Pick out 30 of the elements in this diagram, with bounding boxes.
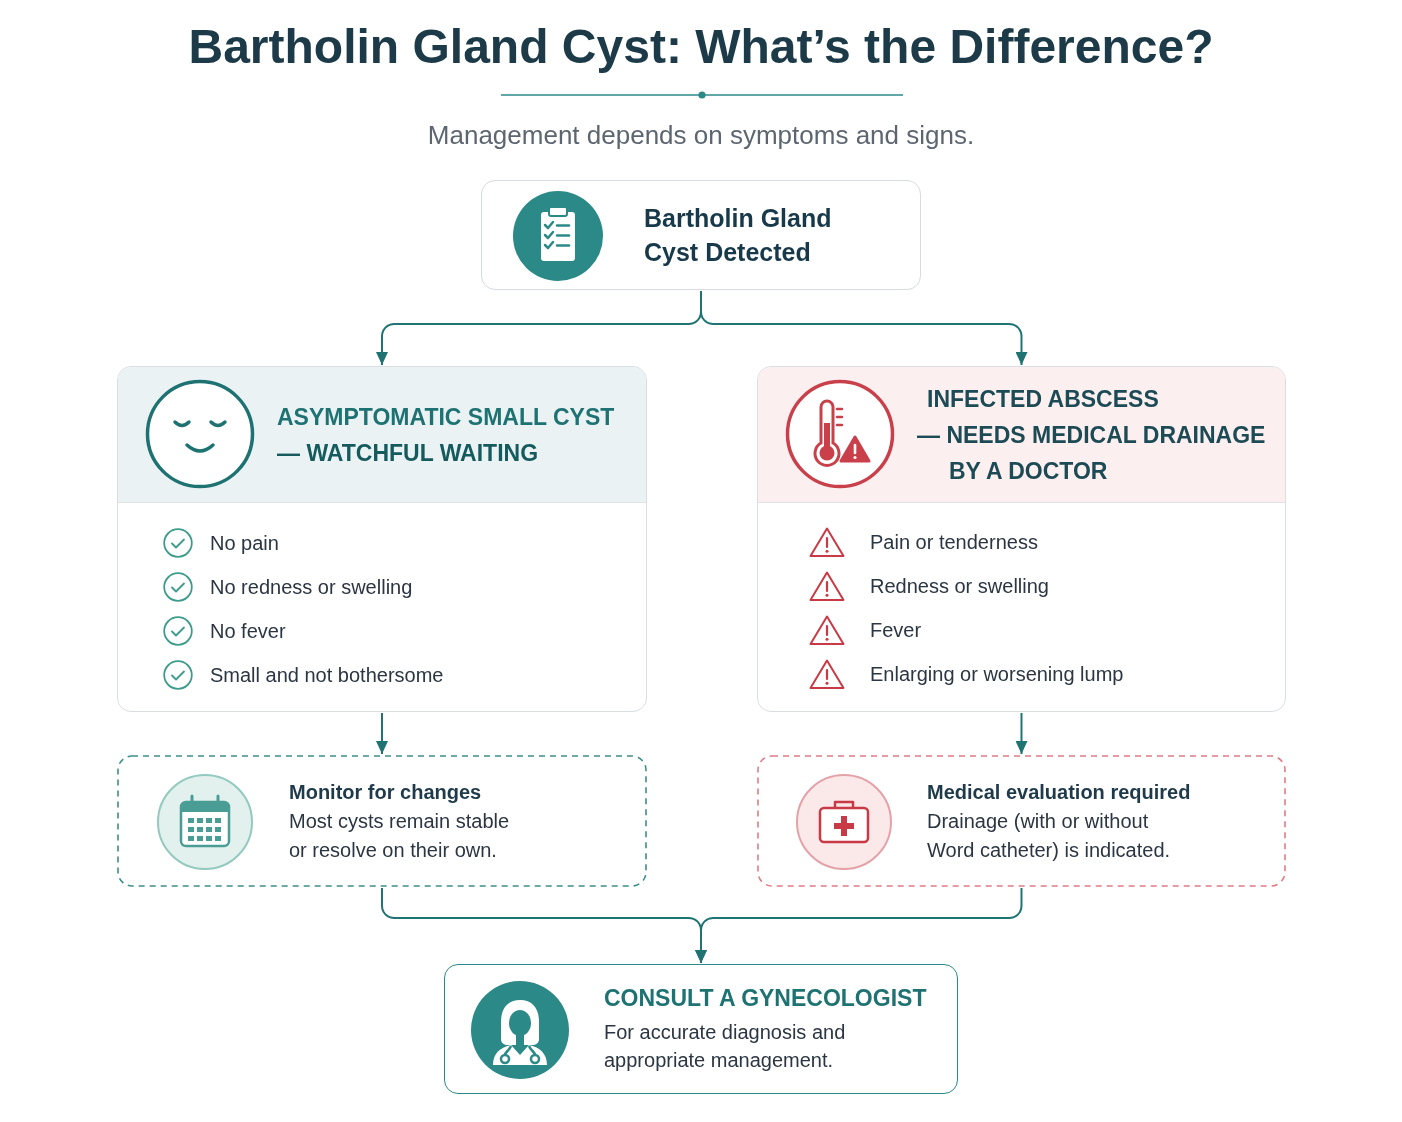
arrow: [695, 887, 1023, 964]
list-item: Pain or tenderness: [870, 530, 1038, 555]
start-box: [481, 180, 921, 290]
subtitle: Management depends on symptoms and signs.: [427, 119, 975, 152]
info-card: [117, 366, 647, 712]
arrow: [1015, 712, 1028, 755]
list-item: No pain: [210, 531, 279, 556]
list-item: No fever: [210, 619, 286, 644]
card-heading: ASYMPTOMATIC SMALL CYST: [277, 402, 615, 432]
list-item: Fever: [870, 618, 922, 643]
result-box: [444, 964, 958, 1094]
list-item: Redness or swelling: [870, 574, 1049, 599]
box-title: Bartholin Gland Cyst Detected: [644, 202, 833, 268]
list-item: Enlarging or worsening lump: [870, 662, 1124, 687]
card-heading: — WATCHFUL WAITING: [277, 438, 539, 468]
info-card: [757, 366, 1286, 712]
box-heading: CONSULT A GYNECOLOGIST: [604, 984, 927, 1013]
card-heading: — NEEDS MEDICAL DRAINAGE BY A DOCTOR: [917, 420, 1267, 486]
title: Bartholin Gland Cyst: What’s the Difference?: [188, 19, 1214, 75]
dashed-box: [757, 755, 1286, 887]
card-heading: INFECTED ABSCESS: [927, 384, 1159, 414]
dashed-box: [117, 755, 647, 887]
box-text: For accurate diagnosis and appropriate management.: [604, 1020, 847, 1073]
list-item: Small and not bothersome: [210, 663, 444, 688]
box-heading: Medical evaluation required: [927, 779, 1191, 805]
list-item: No redness or swelling: [210, 575, 413, 600]
box-heading: Monitor for changes: [289, 779, 482, 805]
box-text: Drainage (with or without Word catheter) is indicated.: [927, 808, 1172, 863]
arrow: [376, 712, 388, 755]
box-text: Most cysts remain stable or resolve on their own.: [289, 808, 511, 863]
